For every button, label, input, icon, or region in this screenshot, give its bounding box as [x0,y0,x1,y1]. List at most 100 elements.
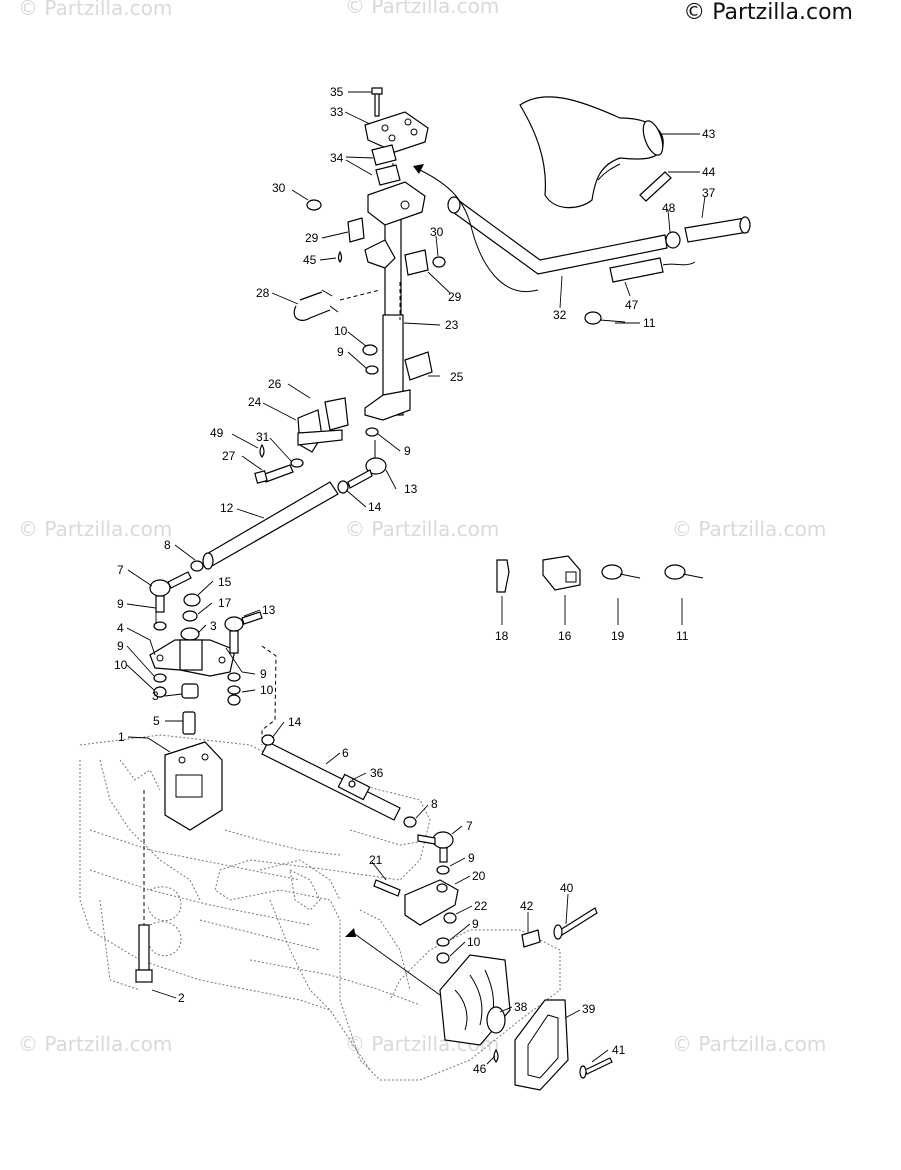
callout-32: 32 [553,308,567,322]
ball-joint [347,440,387,489]
callout-3: 3 [210,619,217,633]
nut [362,344,379,375]
callout-39: 39 [582,1002,596,1016]
callout-21: 21 [369,853,383,867]
callout-4: 4 [117,621,124,635]
callout-12: 12 [220,501,234,515]
column-bushing-lower [364,351,433,421]
thread-locker-drop [337,250,343,264]
arrow-head [345,928,356,937]
bolt [254,458,304,484]
callout-9: 9 [260,667,267,681]
callout-5: 5 [153,714,160,728]
bushing [181,683,199,735]
watermark: © Partzilla.com [18,517,173,541]
connector-terminal [496,559,510,593]
connector-housing [542,555,581,591]
bolt [373,879,401,897]
chassis-frame [79,734,561,1081]
cable-tie [584,311,626,325]
callout-41: 41 [612,1043,626,1057]
callout-9: 9 [472,917,479,931]
u-bolt [293,289,381,321]
callout-7: 7 [466,819,473,833]
callout-26: 26 [268,377,282,391]
pitman-arm [149,639,236,677]
callout-1: 1 [118,730,125,744]
callout-35: 35 [330,85,344,99]
callout-10: 10 [260,683,274,697]
callout-9: 9 [337,345,344,359]
callout-22: 22 [474,899,488,913]
washer [365,427,379,437]
callout-8: 8 [164,538,171,552]
callout-2: 2 [178,991,185,1005]
steering-arm [404,879,459,926]
callout-48: 48 [662,201,676,215]
ball-joint [149,571,192,613]
callouts: 35 33 34 30 29 45 30 29 28 23 10 9 25 26… [114,85,716,1076]
callout-24: 24 [248,395,262,409]
clamp-bolt [371,87,383,117]
support-plate [514,999,569,1091]
watermark: © Partzilla.com [672,1032,827,1056]
tie-rod-lower [261,734,401,821]
steering-boot [439,954,511,1046]
washer [436,865,450,875]
callout-36: 36 [370,766,384,780]
copyright-notice: © Partzilla.com [683,0,853,25]
thread-locker-drop [259,443,265,458]
callout-44: 44 [702,165,716,179]
nut [306,199,446,268]
callout-9: 9 [117,639,124,653]
callout-25: 25 [450,370,464,384]
callout-18: 18 [495,629,509,643]
washer [153,621,241,706]
callout-47: 47 [625,298,639,312]
callout-37: 37 [702,186,716,200]
arrow-head [413,164,424,174]
half-clamps [371,144,401,186]
ball-joint [417,831,454,863]
support-bolt [135,790,153,983]
rivet [521,907,613,1079]
callout-3: 3 [152,689,159,703]
callout-20: 20 [472,869,486,883]
callout-49: 49 [210,426,224,440]
callout-45: 45 [303,253,317,267]
callout-14: 14 [368,500,382,514]
callout-23: 23 [445,318,459,332]
handlebar [447,196,668,275]
watermark: © Partzilla.com [18,1032,173,1056]
callout-46: 46 [473,1062,487,1076]
steering-support-block [164,741,223,831]
handlebar-pad [519,96,664,209]
watermark: © Partzilla.com [345,0,500,18]
callout-16: 16 [558,629,572,643]
handlebar-clamp-top [364,111,429,153]
callout-15: 15 [218,575,232,589]
thread-locker-drop [493,1048,499,1063]
leader-lines [126,91,706,1065]
callout-9: 9 [468,851,475,865]
handlebar-clamp-base [367,181,426,226]
callout-33: 33 [330,105,344,119]
callout-11: 11 [676,629,689,643]
callout-10: 10 [467,935,481,949]
pivot-hardware-stack [180,593,201,641]
callout-13: 13 [262,603,276,617]
support-bushing [297,397,349,453]
tie-rod [202,480,349,570]
callout-31: 31 [256,430,270,444]
callout-11: 11 [643,316,656,330]
callout-9: 9 [117,597,124,611]
callout-27: 27 [222,449,236,463]
assembly-arrow [419,169,539,293]
callout-17: 17 [218,596,232,610]
watermark: © Partzilla.com [345,517,500,541]
callout-38: 38 [514,1000,528,1014]
nut [403,816,417,828]
watermark: © Partzilla.com [18,0,173,20]
callout-14: 14 [288,715,302,729]
